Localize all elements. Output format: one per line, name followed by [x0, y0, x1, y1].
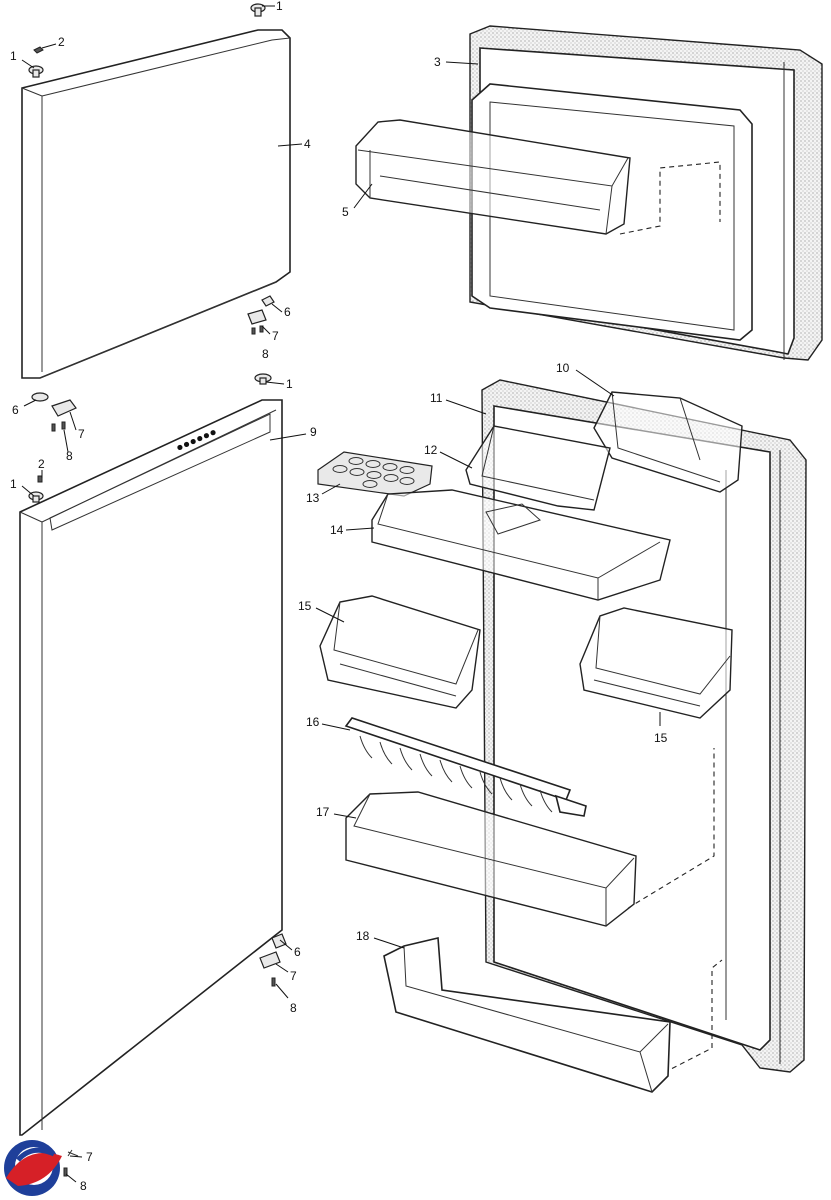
- fridge-door-outer: ●●●●●●: [19, 399, 283, 1136]
- label-13: 13: [306, 491, 320, 505]
- freezer-door-shelf: [355, 119, 631, 235]
- label-17: 17: [316, 805, 330, 819]
- bottom-bottle-tray: [383, 937, 671, 1093]
- bottle-retainer-bar: [344, 717, 587, 817]
- large-bottle-tray: [345, 791, 637, 927]
- door-bin-right: [579, 607, 733, 719]
- label-3: 3: [434, 55, 441, 69]
- leader-lines: [21, 5, 661, 1183]
- label-16: 16: [306, 715, 320, 729]
- label-6-freezer: 6: [284, 305, 291, 319]
- label-8-freezer: 8: [262, 347, 269, 361]
- screw-part-2-top: [33, 46, 44, 54]
- label-15-right: 15: [654, 731, 668, 745]
- label-14: 14: [330, 523, 344, 537]
- label-15-left: 15: [298, 599, 312, 613]
- brand-swirl-logo-icon: [4, 1140, 62, 1196]
- hinge-pin-part-1-top: [250, 3, 266, 17]
- label-8-bottom: 8: [80, 1179, 87, 1193]
- hinge-bracket-part-6-freezer: [247, 295, 275, 335]
- label-6-fridge: 6: [294, 945, 301, 959]
- hinge-pin-part-1-mid: [254, 373, 272, 385]
- label-18: 18: [356, 929, 370, 943]
- label-7-left: 7: [78, 427, 85, 441]
- label-7-fridge: 7: [290, 969, 297, 983]
- label-7-freezer: 7: [272, 329, 279, 343]
- egg-tray: [317, 451, 433, 497]
- label-2-fridge: 2: [38, 457, 45, 471]
- screw-part-2-fridge: [37, 475, 43, 483]
- label-12: 12: [424, 443, 438, 457]
- label-4: 4: [304, 137, 311, 151]
- label-1-mid: 1: [286, 377, 293, 391]
- freezer-door-outer: [21, 29, 291, 379]
- label-5: 5: [342, 205, 349, 219]
- hinge-pin-part-1-left: [28, 65, 44, 78]
- label-8-fridge: 8: [290, 1001, 297, 1015]
- part-number-labels: 1 2 1 3 4 5 6 7 8 1 6 7 8 9 2 1 10 11 12…: [10, 0, 668, 1193]
- label-8-left: 8: [66, 449, 73, 463]
- label-2-top: 2: [58, 35, 65, 49]
- label-1-top: 1: [276, 0, 283, 13]
- bottom-hinge-screw-group: [63, 1149, 79, 1177]
- double-door-tray: [371, 489, 671, 601]
- hinge-bracket-part-6-fridge: [259, 933, 287, 987]
- freezer-inner-liner: [469, 25, 823, 361]
- hinge-cap-part-7-freezer-left: [31, 392, 77, 432]
- dairy-compartment-lid: [593, 391, 743, 493]
- label-11: 11: [430, 391, 443, 405]
- label-1-fridge: 1: [10, 477, 17, 491]
- hinge-pin-part-1-fridge-left: [28, 491, 44, 503]
- label-9: 9: [310, 425, 317, 439]
- door-bin-left: [319, 595, 481, 709]
- label-6-left: 6: [12, 403, 19, 417]
- label-7-bottom: 7: [86, 1150, 93, 1164]
- label-1-left: 1: [10, 49, 17, 63]
- label-10: 10: [556, 361, 570, 375]
- small-compartment: [465, 425, 611, 511]
